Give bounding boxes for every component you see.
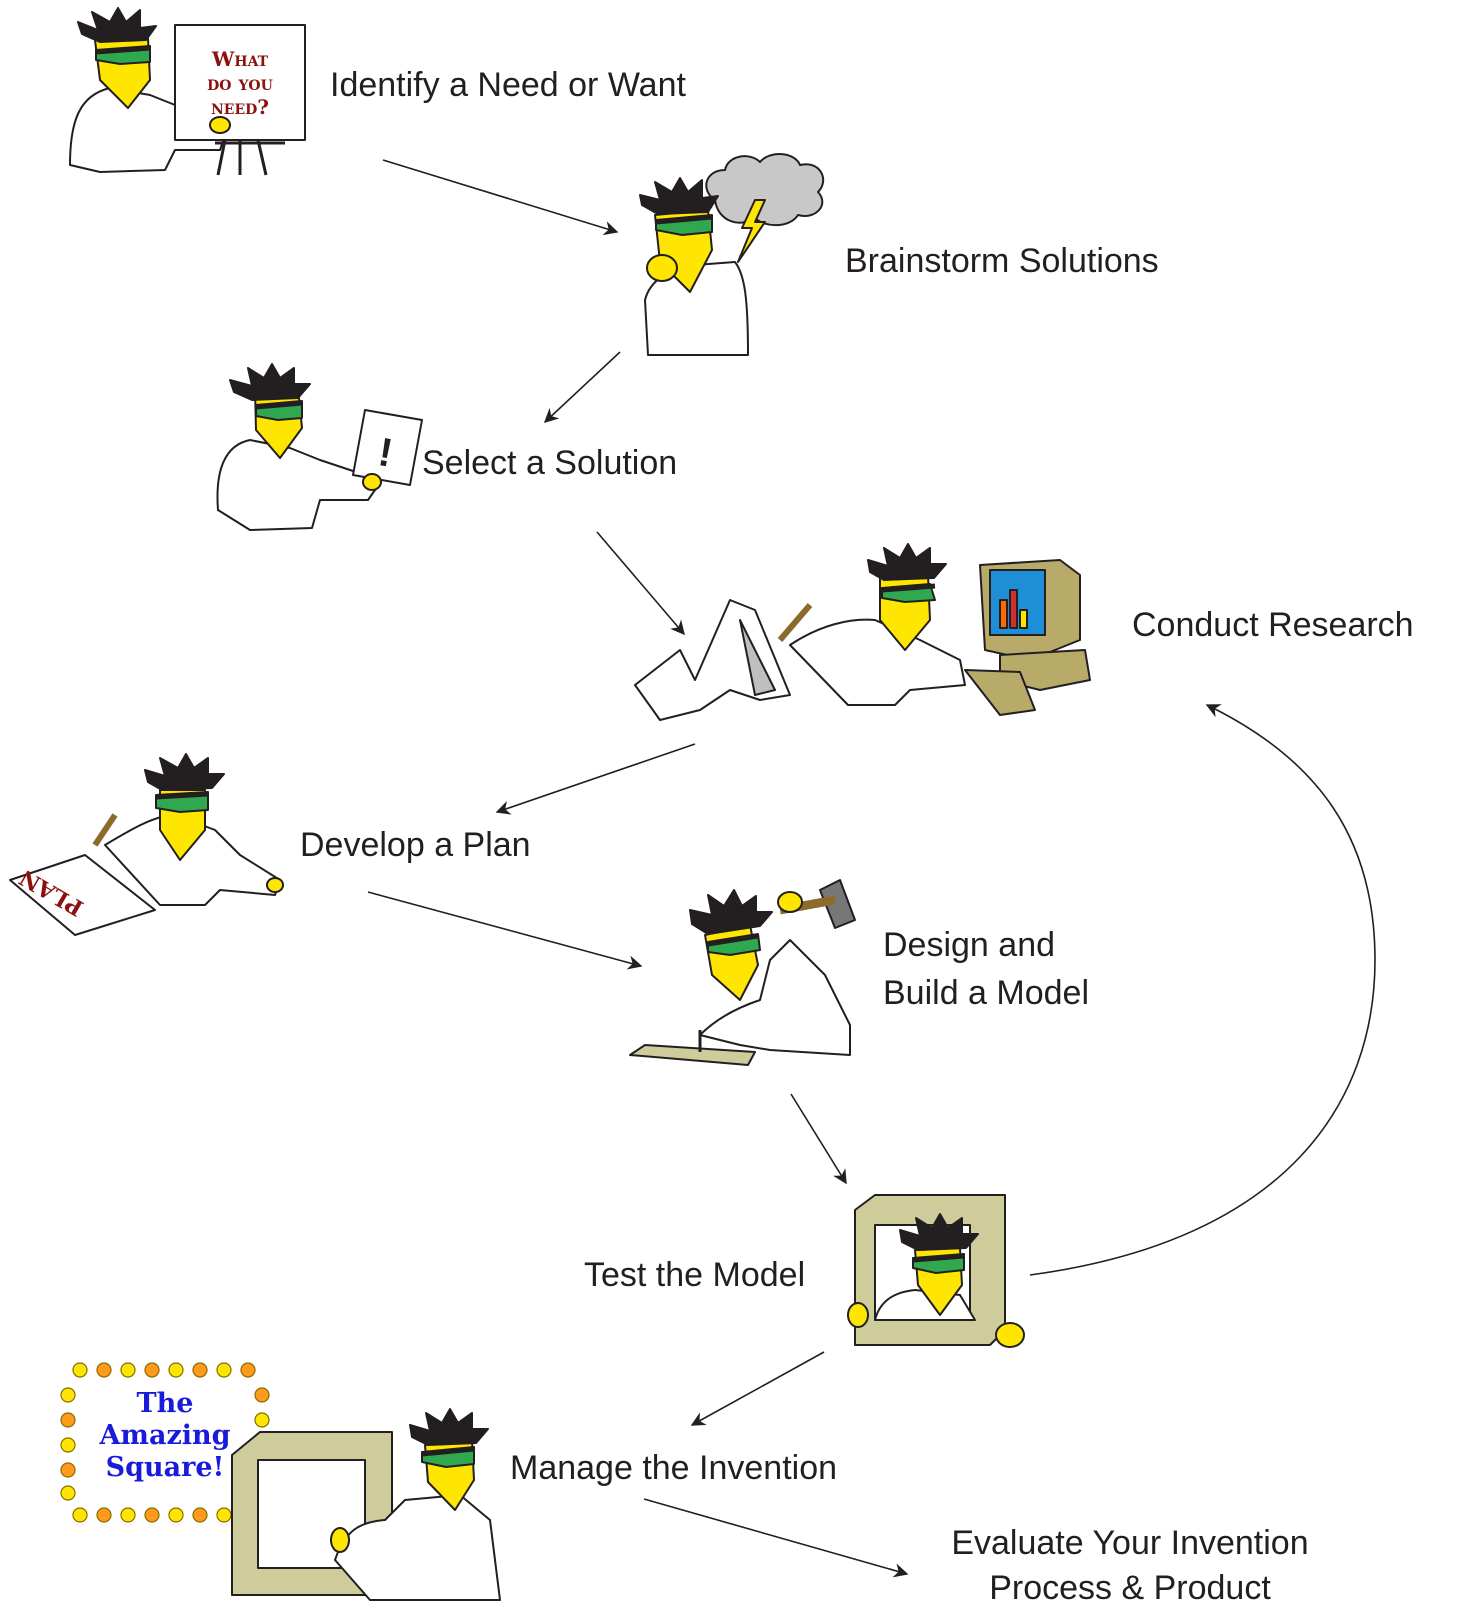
lightning-icon (737, 199, 766, 263)
pencil (777, 603, 813, 642)
amazing-sign-line1: The (137, 1388, 194, 1419)
hand (209, 116, 231, 134)
lab-coat (334, 1494, 501, 1601)
arrow-plan-to-design (367, 891, 643, 970)
hand (266, 877, 284, 893)
arrow-identify-to-brainstorm (382, 159, 619, 236)
hand-right (995, 1322, 1025, 1348)
hand-left (847, 1302, 869, 1328)
keyboard-icon (964, 669, 1036, 716)
step-manage-label: Manage the Invention (510, 1449, 838, 1487)
amazing-sign-line3: Square! (106, 1452, 225, 1483)
step-identify-label: Identify a Need or Want (330, 66, 686, 104)
hair (639, 177, 719, 215)
hair (409, 1408, 489, 1446)
step-design-label-line2: Build a Model (883, 974, 1090, 1012)
amazing-sign-board (65, 1370, 265, 1520)
character-test (847, 1194, 1025, 1348)
step-evaluate-label-line2: Process & Product (989, 1569, 1271, 1607)
hair (689, 889, 773, 935)
wood-board (629, 1044, 756, 1066)
character-design (629, 879, 856, 1066)
need-sign-line1: What (211, 47, 269, 71)
lab-coat (644, 261, 749, 356)
lab-coat (699, 939, 851, 1056)
hair (77, 7, 157, 43)
hand (330, 1527, 350, 1553)
arrow-design-to-test (790, 1093, 847, 1185)
lab-coat (216, 439, 376, 531)
hand-on-chin (646, 254, 678, 282)
folded-papers (634, 599, 791, 721)
hand (362, 473, 382, 491)
arrow-test-to-manage (690, 1351, 825, 1426)
easel-leg-left (216, 139, 227, 176)
storm-cloud-icon (705, 153, 825, 227)
arrow-brainstorm-to-select (543, 351, 621, 423)
hair (229, 363, 311, 401)
character-plan (9, 753, 284, 936)
amazing-sign-line2: Amazing (98, 1420, 230, 1451)
arrow-test-loop-to-research (1029, 704, 1376, 1276)
step-design-label-line1: Design and (883, 926, 1056, 964)
plan-sheet (9, 854, 156, 936)
step-plan-label: Develop a Plan (300, 826, 531, 864)
easel-leg-right (256, 139, 268, 176)
step-select-label: Select a Solution (422, 444, 678, 482)
character-research (634, 543, 1091, 721)
hair (899, 1213, 979, 1251)
flow-arrows (367, 159, 1376, 1578)
step-research-label: Conduct Research (1132, 606, 1414, 644)
need-sign-line2: do you (207, 71, 273, 95)
paper-shadow (739, 619, 776, 696)
character-identify (69, 7, 306, 176)
step-brainstorm-label: Brainstorm Solutions (845, 242, 1159, 280)
hand-on-hammer (777, 891, 803, 913)
need-sign-board (174, 24, 306, 141)
lab-coat (69, 87, 226, 173)
character-brainstorm (639, 153, 825, 356)
arrow-manage-to-evaluate (643, 1498, 909, 1578)
arrow-select-to-research (596, 531, 685, 636)
marquee-lights (60, 1362, 270, 1523)
step-test-label: Test the Model (584, 1256, 806, 1294)
lab-coat (789, 618, 966, 706)
pencil (92, 813, 118, 847)
need-sign-line3: need? (211, 95, 269, 119)
character-manage (60, 1362, 501, 1601)
character-select (216, 363, 423, 531)
arrow-research-to-plan (495, 743, 696, 815)
hair (867, 543, 947, 581)
step-evaluate-label-line1: Evaluate Your Invention (951, 1524, 1309, 1562)
hair (144, 753, 225, 791)
idea-card (352, 409, 423, 486)
hammer-icon (819, 879, 856, 929)
